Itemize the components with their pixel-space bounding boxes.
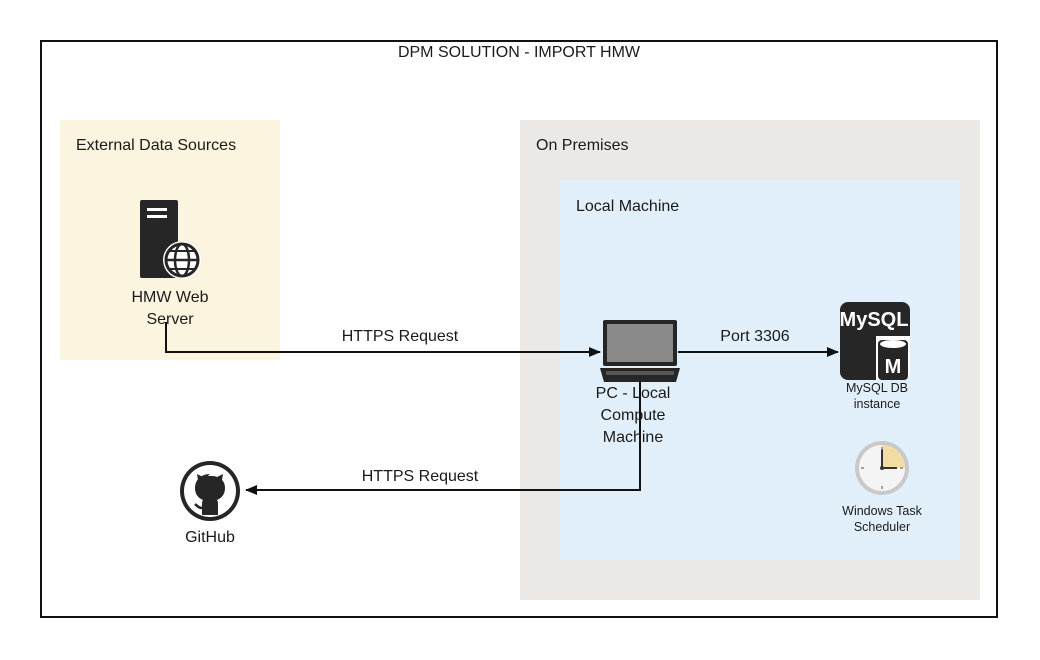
edge-web-to-pc xyxy=(165,322,601,357)
web-server-label-line2: Server xyxy=(146,311,194,328)
pc-label-line1: PC - Local xyxy=(595,385,671,402)
mysql-label-line2: instance xyxy=(853,397,901,411)
region-label-external: External Data Sources xyxy=(76,137,237,154)
scheduler-label-line1: Windows Task xyxy=(842,504,922,518)
clock-icon xyxy=(855,441,909,495)
edge-label-pc-to-github: HTTPS Request xyxy=(361,468,479,485)
pc-label-line2: Compute xyxy=(600,407,666,424)
mysql-label-line1: MySQL DB xyxy=(845,381,909,395)
edge-pc-to-github xyxy=(245,382,641,495)
laptop-icon xyxy=(600,320,680,382)
mysql-logo-text: MySQL xyxy=(840,309,909,331)
scheduler-label: Windows Task Scheduler xyxy=(822,503,942,535)
mysql-logo-letter: M xyxy=(885,356,902,378)
mysql-label: MySQL DB instance xyxy=(822,380,932,412)
web-server-icon xyxy=(140,200,201,279)
diagram-title: DPM SOLUTION - IMPORT HMW xyxy=(397,44,641,61)
edge-label-web-to-pc: HTTPS Request xyxy=(341,328,459,345)
edge-label-pc-to-mysql: Port 3306 xyxy=(720,328,790,345)
web-server-label-line1: HMW Web xyxy=(131,289,209,306)
diagram-frame xyxy=(40,40,998,618)
scheduler-label-line2: Scheduler xyxy=(853,520,911,534)
github-icon xyxy=(180,461,240,521)
pc-label-line3: Machine xyxy=(602,429,664,446)
mysql-icon: MySQL M xyxy=(840,302,910,380)
pc-label: PC - Local Compute Machine xyxy=(568,383,698,449)
web-server-label: HMW Web Server xyxy=(110,287,230,331)
region-label-onprem: On Premises xyxy=(536,137,629,154)
region-label-local: Local Machine xyxy=(576,198,680,215)
github-label: GitHub xyxy=(185,529,235,546)
